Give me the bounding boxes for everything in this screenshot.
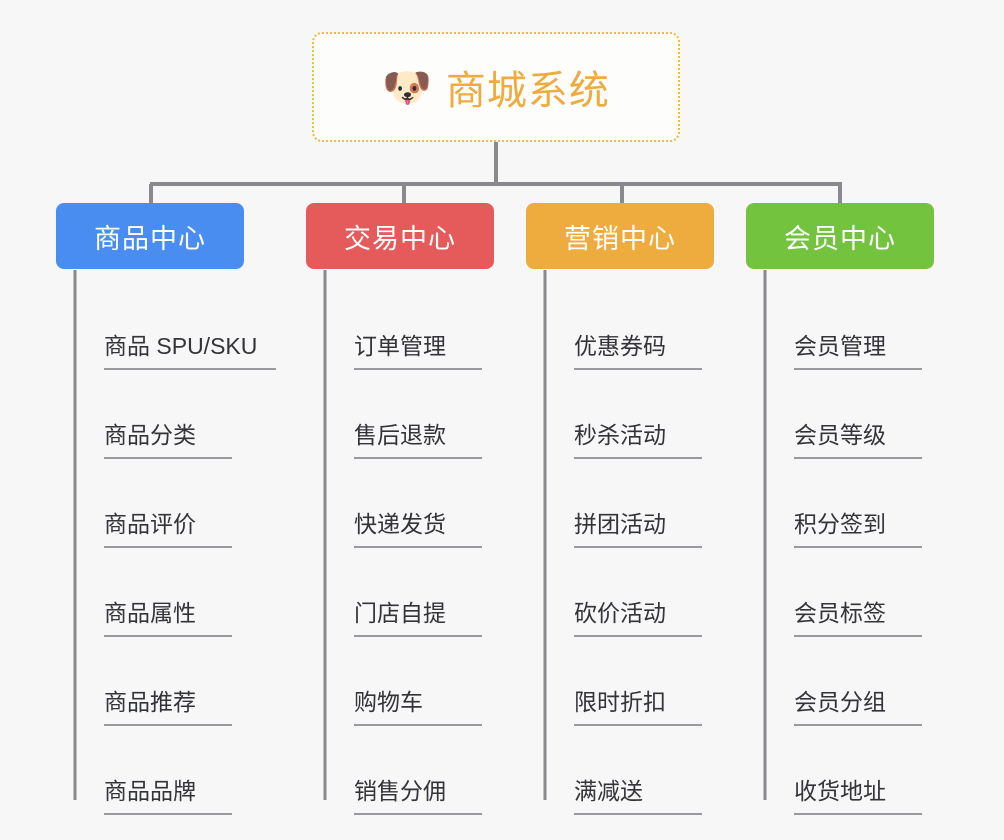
root-node[interactable]: 🐶 商城系统 (312, 32, 680, 142)
leaf-label: 销售分佣 (354, 780, 482, 815)
leaf-label: 商品分类 (104, 424, 232, 459)
leaf-label: 门店自提 (354, 602, 482, 637)
leaf-label: 订单管理 (354, 335, 482, 370)
leaf-label: 商品 SPU/SKU (104, 335, 276, 370)
list-item[interactable]: 商品推荐 (74, 637, 276, 726)
list-item[interactable]: 商品评价 (74, 459, 276, 548)
list-item[interactable]: 订单管理 (324, 281, 482, 370)
list-item[interactable]: 会员管理 (764, 281, 922, 370)
leaf-label: 积分签到 (794, 513, 922, 548)
leaf-label: 砍价活动 (574, 602, 702, 637)
leaf-label: 商品品牌 (104, 780, 232, 815)
list-item[interactable]: 秒杀活动 (544, 370, 702, 459)
leaf-list-member: 会员管理 会员等级 积分签到 会员标签 会员分组 收货地址 (764, 281, 922, 815)
list-item[interactable]: 商品属性 (74, 548, 276, 637)
category-header-label: 交易中心 (344, 223, 456, 254)
list-item[interactable]: 优惠券码 (544, 281, 702, 370)
leaf-label: 优惠券码 (574, 335, 702, 370)
leaf-label: 快递发货 (354, 513, 482, 548)
list-item[interactable]: 限时折扣 (544, 637, 702, 726)
leaf-label: 限时折扣 (574, 691, 702, 726)
leaf-list-trade: 订单管理 售后退款 快递发货 门店自提 购物车 销售分佣 (324, 281, 482, 815)
category-header-label: 营销中心 (564, 223, 676, 254)
category-header-marketing[interactable]: 营销中心 (526, 203, 714, 269)
list-item[interactable]: 拼团活动 (544, 459, 702, 548)
list-item[interactable]: 门店自提 (324, 548, 482, 637)
list-item[interactable]: 商品品牌 (74, 726, 276, 815)
leaf-label: 满减送 (574, 780, 702, 815)
leaf-label: 会员标签 (794, 602, 922, 637)
leaf-label: 拼团活动 (574, 513, 702, 548)
list-item[interactable]: 会员分组 (764, 637, 922, 726)
leaf-label: 会员等级 (794, 424, 922, 459)
category-header-member[interactable]: 会员中心 (746, 203, 934, 269)
list-item[interactable]: 售后退款 (324, 370, 482, 459)
leaf-label: 商品评价 (104, 513, 232, 548)
list-item[interactable]: 商品分类 (74, 370, 276, 459)
list-item[interactable]: 满减送 (544, 726, 702, 815)
leaf-label: 商品属性 (104, 602, 232, 637)
list-item[interactable]: 销售分佣 (324, 726, 482, 815)
root-node-title: 商城系统 (445, 69, 610, 113)
list-item[interactable]: 快递发货 (324, 459, 482, 548)
list-item[interactable]: 砍价活动 (544, 548, 702, 637)
leaf-label: 秒杀活动 (574, 424, 702, 459)
list-item[interactable]: 购物车 (324, 637, 482, 726)
category-header-label: 商品中心 (94, 223, 206, 254)
list-item[interactable]: 商品 SPU/SKU (74, 281, 276, 370)
leaf-label: 会员管理 (794, 335, 922, 370)
leaf-label: 会员分组 (794, 691, 922, 726)
list-item[interactable]: 会员标签 (764, 548, 922, 637)
category-header-label: 会员中心 (784, 223, 896, 254)
leaf-label: 收货地址 (794, 780, 922, 815)
leaf-label: 售后退款 (354, 424, 482, 459)
leaf-label: 商品推荐 (104, 691, 232, 726)
category-header-trade[interactable]: 交易中心 (306, 203, 494, 269)
list-item[interactable]: 积分签到 (764, 459, 922, 548)
leaf-label: 购物车 (354, 691, 482, 726)
shiba-dog-face-icon: 🐶 (382, 66, 432, 110)
leaf-list-product: 商品 SPU/SKU 商品分类 商品评价 商品属性 商品推荐 商品品牌 (74, 281, 276, 815)
list-item[interactable]: 会员等级 (764, 370, 922, 459)
category-header-product[interactable]: 商品中心 (56, 203, 244, 269)
leaf-list-marketing: 优惠券码 秒杀活动 拼团活动 砍价活动 限时折扣 满减送 (544, 281, 702, 815)
list-item[interactable]: 收货地址 (764, 726, 922, 815)
